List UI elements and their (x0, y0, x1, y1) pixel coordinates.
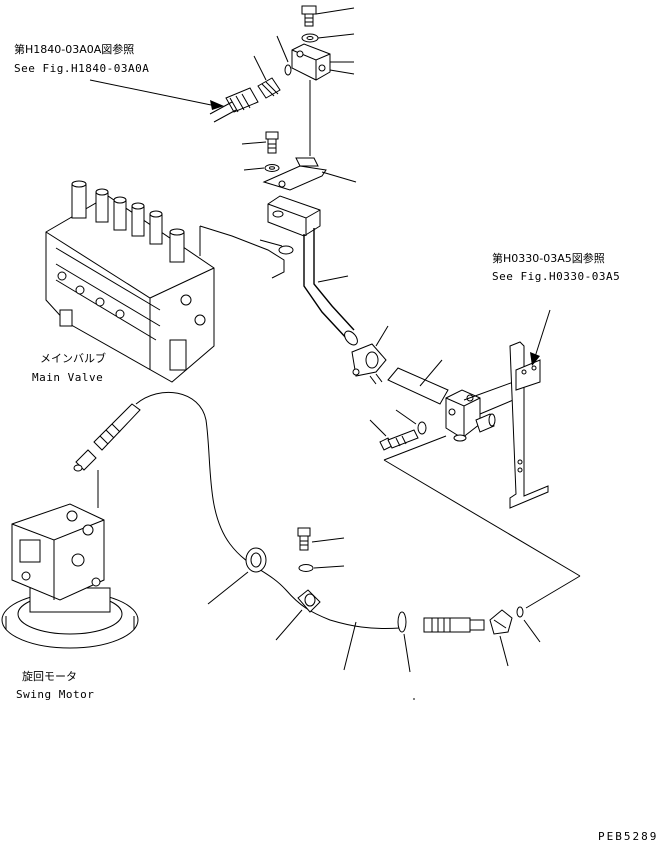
support-stay (509, 341, 549, 509)
ref-h0330-en: See Fig.H0330-03A5 (492, 270, 621, 283)
lower-hose-end (397, 611, 485, 633)
drawing-code: PEB5289 (598, 830, 659, 843)
lower-bolt (297, 527, 311, 551)
lower-o-ring (516, 606, 524, 618)
o-ring (284, 64, 292, 76)
lower-washer (298, 564, 314, 572)
main-valve (45, 180, 215, 383)
bracket-plate (262, 157, 327, 191)
swing-motor-label-jp: 旋回モータ (22, 670, 77, 683)
tee-bolt (379, 429, 419, 451)
adapter-fitting (257, 77, 281, 99)
top-bolt (301, 5, 317, 27)
main-valve-label-jp: メインバルブ (40, 352, 106, 365)
tube-o-ring (278, 245, 294, 255)
ref-h0330-jp: 第H0330-03A5図参照 (492, 252, 605, 265)
elbow-adapter (489, 609, 513, 635)
hose-clamp-ring (245, 547, 267, 573)
swing-motor (1, 503, 139, 649)
hose-end-h1840 (209, 87, 259, 123)
ref-h1840-jp: 第H1840-03A0A図参照 (14, 43, 135, 56)
bracket-bolt (265, 131, 279, 154)
ref-h1840-en: See Fig.H1840-03A0A (14, 62, 150, 75)
elbow-block (267, 195, 321, 237)
top-washer (301, 33, 319, 43)
tube-clamp (351, 343, 387, 385)
main-valve-label-en: Main Valve (32, 371, 104, 384)
swing-motor-label-en: Swing Motor (16, 688, 95, 701)
tee-hose (387, 367, 449, 405)
hose-fitting-upper (73, 403, 141, 472)
tee-block (445, 389, 496, 442)
tee-washer (417, 421, 427, 435)
steel-tube (303, 228, 358, 346)
top-block (291, 43, 331, 81)
lower-clamp (297, 589, 321, 613)
